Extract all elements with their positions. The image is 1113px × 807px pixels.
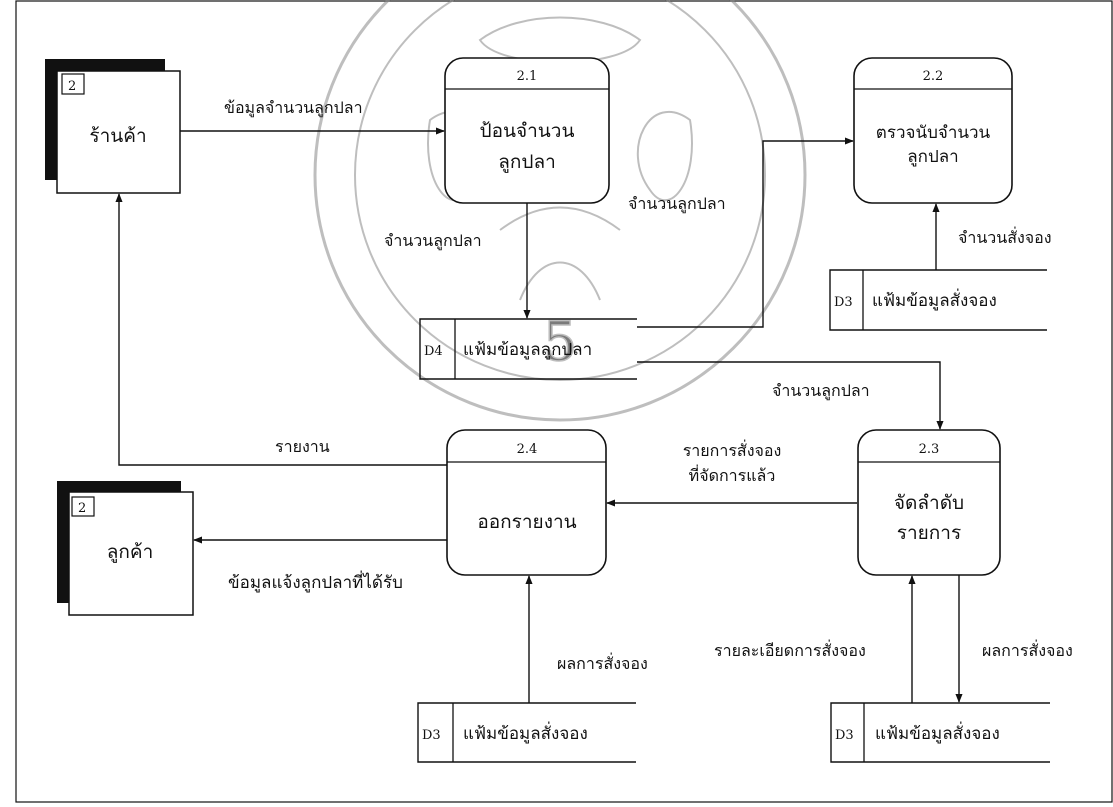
flow-label-d3-to-p23: รายละเอียดการสั่งจอง	[714, 639, 866, 660]
process-2-3-line1: จัดลำดับ	[894, 492, 964, 514]
process-2-1-line2: ลูกปลา	[498, 151, 556, 173]
flow-label-p24-to-customer: ข้อมูลแจ้งลูกปลาที่ได้รับ	[228, 570, 403, 593]
flow-label-d3-to-p22: จำนวนสั่งจอง	[958, 226, 1052, 247]
data-store-d4-name: แฟ้มข้อมูลลูกปลา	[463, 340, 592, 360]
process-2-1-line1: ป้อนจำนวน	[480, 120, 575, 142]
process-2-3-id: 2.3	[919, 442, 940, 457]
watermark-seal: 5	[313, 0, 807, 422]
flow-p24-to-shop-arrow	[115, 193, 447, 466]
flow-label-p23-to-p24-line1: รายการสั่งจอง	[683, 439, 782, 460]
data-store-d3-top: D3 แฟ้มข้อมูลสั่งจอง	[829, 269, 1047, 331]
external-entity-shop: 2 ร้านค้า	[45, 59, 181, 194]
shop-name: ร้านค้า	[89, 125, 146, 147]
data-store-d3-mid: D3 แฟ้มข้อมูลสั่งจอง	[417, 702, 636, 763]
flow-d4-to-p23-arrow	[637, 361, 944, 430]
data-store-d3-right-id: D3	[835, 728, 854, 743]
flow-d4-to-p22-arrow	[637, 137, 854, 328]
data-store-d4-id: D4	[424, 344, 443, 359]
data-store-d3-top-id: D3	[834, 295, 853, 310]
process-2-1-id: 2.1	[517, 69, 538, 84]
shop-number: 2	[68, 79, 76, 94]
svg-text:5: 5	[543, 310, 577, 373]
data-store-d3-right: D3 แฟ้มข้อมูลสั่งจอง	[830, 702, 1050, 763]
flow-label-shop-to-p21: ข้อมูลจำนวนลูกปลา	[224, 98, 363, 118]
data-store-d4: D4 แฟ้มข้อมูลลูกปลา	[419, 318, 637, 380]
process-2-2: 2.2 ตรวจนับจำนวน ลูกปลา	[853, 57, 1013, 204]
external-entity-customer: 2 ลูกค้า	[57, 481, 194, 616]
data-store-d3-mid-name: แฟ้มข้อมูลสั่งจอง	[463, 721, 588, 744]
flow-label-p21-to-d4: จำนวนลูกปลา	[384, 231, 482, 251]
flow-label-d4-to-p22: จำนวนลูกปลา	[628, 194, 726, 214]
flow-label-p23-to-p24-line2: ที่จัดการแล้ว	[689, 464, 776, 485]
flow-label-d3-to-p24: ผลการสั่งจอง	[557, 652, 648, 673]
flow-label-d4-to-p23: จำนวนลูกปลา	[772, 381, 870, 401]
process-2-2-line2: ลูกปลา	[907, 147, 958, 167]
flow-label-p24-to-shop: รายงาน	[275, 437, 330, 456]
flow-label-p23-to-d3: ผลการสั่งจอง	[982, 639, 1073, 660]
data-store-d3-right-name: แฟ้มข้อมูลสั่งจอง	[875, 721, 1000, 744]
customer-number: 2	[78, 501, 86, 516]
data-store-d3-top-name: แฟ้มข้อมูลสั่งจอง	[872, 288, 997, 311]
customer-name: ลูกค้า	[107, 541, 154, 563]
process-2-3: 2.3 จัดลำดับ รายการ	[857, 429, 1001, 576]
process-2-2-line1: ตรวจนับจำนวน	[876, 123, 991, 143]
process-2-2-id: 2.2	[923, 69, 944, 84]
flow-lines	[115, 127, 963, 703]
page-border	[15, 0, 1113, 803]
process-2-1: 2.1 ป้อนจำนวน ลูกปลา	[444, 57, 610, 204]
process-2-3-line2: รายการ	[897, 522, 961, 544]
process-2-4-line1: ออกรายงาน	[477, 511, 576, 533]
process-2-4-id: 2.4	[517, 442, 538, 457]
process-2-4: 2.4 ออกรายงาน	[446, 429, 607, 576]
data-store-d3-mid-id: D3	[422, 728, 441, 743]
